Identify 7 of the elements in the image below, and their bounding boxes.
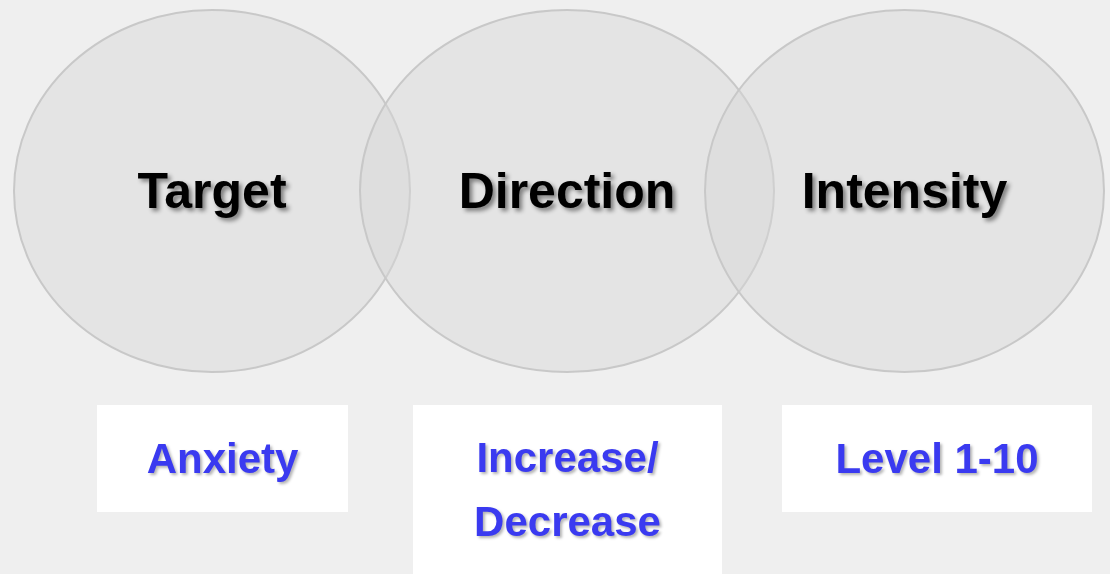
card-text: Increase/ Decrease xyxy=(473,432,662,547)
circle-label: Direction xyxy=(458,162,676,220)
circle-label: Target xyxy=(137,162,287,220)
ellipse-shape xyxy=(703,8,1106,374)
card-text: Level 1-10 xyxy=(835,433,1039,484)
card-text: Anxiety xyxy=(146,433,299,484)
circle-label: Intensity xyxy=(801,162,1008,220)
